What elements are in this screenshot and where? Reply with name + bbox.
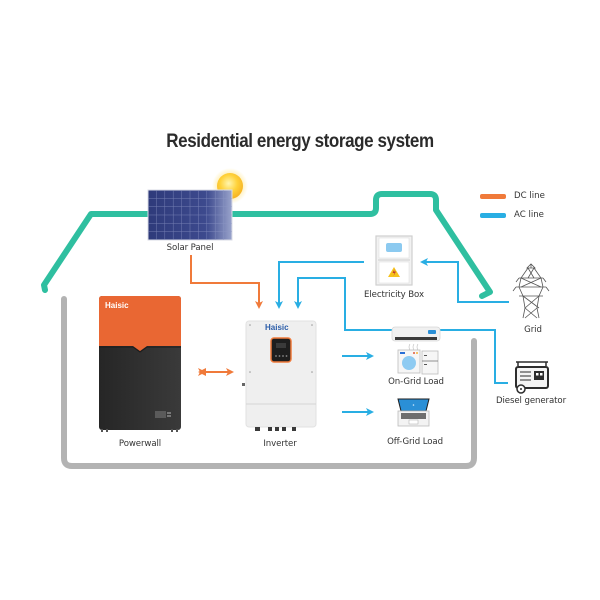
legend-label-ac: AC line: [514, 210, 544, 220]
ac-line-swatch: [480, 212, 506, 218]
dc-arrowhead-left: [198, 368, 206, 376]
diesel-generator-label: Diesel generator: [495, 396, 567, 406]
on-grid-load-label: On-Grid Load: [388, 377, 444, 387]
ac-line-generator-to-inverter: [294, 277, 508, 384]
ac-line-grid-to-box: [420, 258, 509, 303]
ac-line-box-to-inverter: [275, 261, 364, 309]
solar-panel-label: Solar Panel: [166, 243, 214, 253]
house-roof: [41, 191, 493, 299]
legend-item-ac: AC line: [480, 210, 544, 220]
house-wall: [61, 296, 477, 469]
inverter-brand: Haisic: [265, 323, 289, 332]
electricity-box-icon: [375, 235, 413, 286]
powerwall-brand: Haisic: [105, 301, 129, 310]
inverter-label: Inverter: [263, 439, 297, 449]
solar-panel-icon: [147, 189, 233, 241]
electricity-box-label: Electricity Box: [364, 290, 424, 300]
inverter-device: [242, 320, 317, 431]
dc-line-solar-to-inverter: [190, 255, 263, 309]
grid-label: Grid: [524, 325, 542, 335]
appliances-icon: [391, 326, 441, 375]
transmission-tower-icon: [512, 263, 550, 319]
dc-line-swatch: [480, 193, 506, 199]
generator-icon: [515, 361, 549, 394]
powerwall-label: Powerwall: [118, 439, 162, 449]
powerwall-device: [99, 296, 181, 432]
laptop-icon: [397, 398, 430, 427]
legend-item-dc: DC line: [480, 191, 545, 201]
legend-label-dc: DC line: [514, 191, 545, 201]
diagram-title: Residential energy storage system: [166, 129, 434, 152]
off-grid-load-label: Off-Grid Load: [387, 437, 443, 447]
